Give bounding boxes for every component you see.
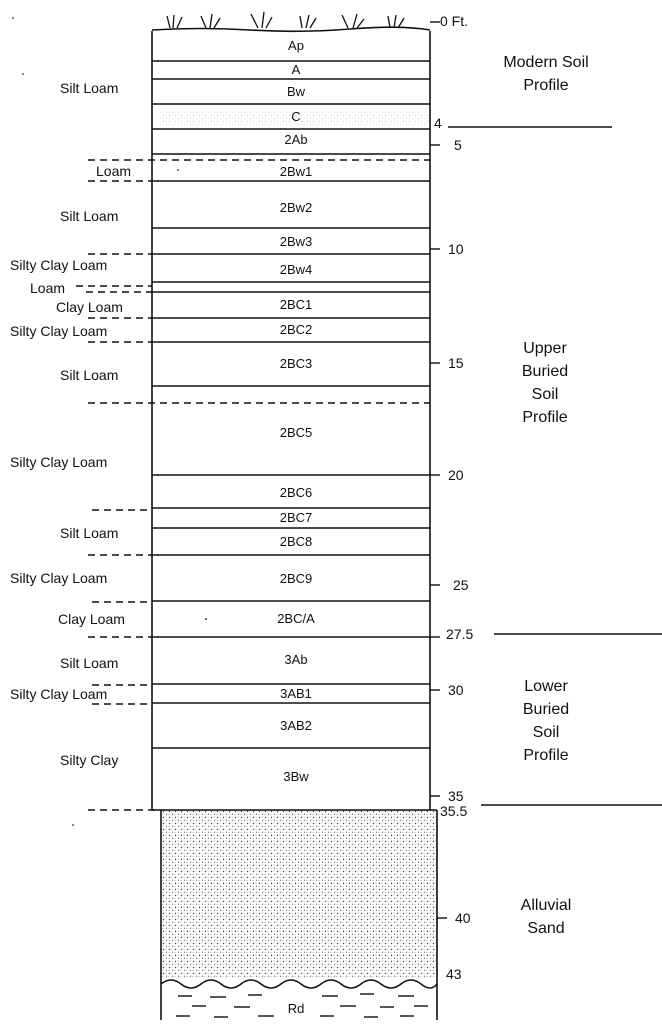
depth-label: 25: [453, 577, 469, 593]
texture-label: Clay Loam: [56, 299, 123, 315]
horizon-label: 3Ab: [284, 652, 307, 667]
horizon-label: 2Bw4: [280, 262, 313, 277]
depth-label: 35.5: [440, 803, 467, 819]
texture-label: Silty Clay Loam: [10, 257, 107, 273]
horizon-label: Rd: [288, 1001, 305, 1016]
texture-label: Clay Loam: [58, 611, 125, 627]
depth-label: 5: [454, 137, 462, 153]
bedrock-contact-line: [161, 980, 437, 988]
profile-label: Buried: [523, 701, 569, 718]
profile-label: Profile: [522, 409, 567, 426]
horizon-label: 2Bw1: [280, 164, 313, 179]
horizon-label: 3AB1: [280, 686, 312, 701]
profile-label: Profile: [523, 747, 568, 764]
texture-label: Silt Loam: [60, 80, 118, 96]
texture-labels: Silt Loam Loam Silt Loam Silty Clay Loam…: [10, 80, 131, 768]
texture-label: Silty Clay Loam: [10, 570, 107, 586]
profile-label: Soil: [533, 724, 560, 741]
texture-label: Loam: [96, 163, 131, 179]
ground-surface-line: [152, 27, 430, 31]
horizon-label: 2Bw3: [280, 234, 313, 249]
horizon-label: 2BC5: [280, 425, 313, 440]
depth-ticks: [430, 22, 447, 918]
depth-label: 43: [446, 966, 462, 982]
alluvial-sand-fill: [161, 810, 437, 978]
depth-label: 4: [434, 115, 442, 131]
horizon-label: A: [292, 62, 301, 77]
profile-label: Soil: [532, 386, 559, 403]
depth-label: 0 Ft.: [440, 13, 468, 29]
horizon-label: Ap: [288, 38, 304, 53]
depth-label: 20: [448, 467, 464, 483]
grass-icon: [167, 12, 404, 28]
texture-label: Silty Clay: [60, 752, 118, 768]
profile-label: Buried: [522, 363, 568, 380]
depth-label: 35: [448, 788, 464, 804]
texture-label: Silty Clay Loam: [10, 323, 107, 339]
depth-labels: 0 Ft. 4 5 10 15 20 25 27.5 30 35 35.5 40…: [434, 13, 473, 982]
texture-label: Silt Loam: [60, 525, 118, 541]
texture-label: Silt Loam: [60, 367, 118, 383]
horizon-label: 2BC2: [280, 322, 313, 337]
texture-label: Silty Clay Loam: [10, 686, 107, 702]
depth-label: 27.5: [446, 626, 473, 642]
horizon-label: 2BC/A: [277, 611, 315, 626]
horizon-label: 2BC9: [280, 571, 313, 586]
texture-label: Silt Loam: [60, 208, 118, 224]
horizon-label: 2BC6: [280, 485, 313, 500]
depth-label: 10: [448, 241, 464, 257]
horizon-label: 3AB2: [280, 718, 312, 733]
horizon-label: C: [291, 109, 300, 124]
profile-label: Sand: [527, 920, 564, 937]
horizon-label: 2BC7: [280, 510, 313, 525]
profile-label: Modern Soil: [503, 54, 588, 71]
profile-label: Lower: [524, 678, 568, 695]
texture-label: Loam: [30, 280, 65, 296]
horizon-label: 2BC1: [280, 297, 313, 312]
texture-boundaries: [76, 160, 430, 810]
depth-label: 30: [448, 682, 464, 698]
texture-label: Silt Loam: [60, 655, 118, 671]
depth-label: 15: [448, 355, 464, 371]
profile-label: Profile: [523, 77, 568, 94]
horizon-label: 2Bw2: [280, 200, 313, 215]
horizon-label: Bw: [287, 84, 306, 99]
horizon-label: 2BC3: [280, 356, 313, 371]
horizon-label: 2Ab: [284, 132, 307, 147]
horizon-label: 2BC8: [280, 534, 313, 549]
profile-label: Upper: [523, 340, 567, 357]
depth-label: 40: [455, 910, 471, 926]
horizon-label: 3Bw: [283, 769, 309, 784]
texture-label: Silty Clay Loam: [10, 454, 107, 470]
profile-label: Alluvial: [521, 897, 572, 914]
